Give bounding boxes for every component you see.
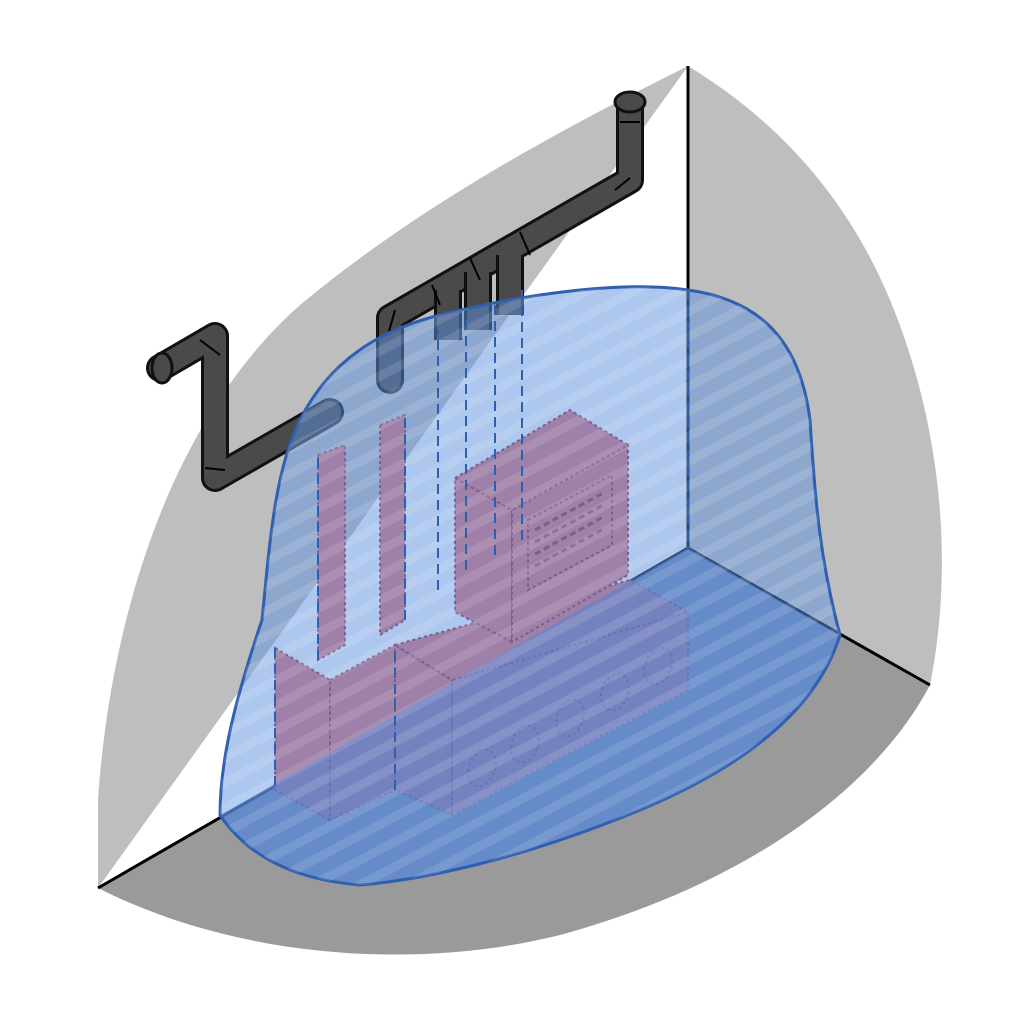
enclosure-bubble-icon bbox=[218, 285, 842, 887]
enclosure-hidden-edges bbox=[274, 290, 689, 790]
enclosure-hatch bbox=[220, 286, 840, 885]
pipe-joint-marks bbox=[199, 121, 640, 471]
wall-backdrop-icon bbox=[98, 66, 942, 888]
pipe-cap-left bbox=[150, 351, 174, 385]
left-pipe-fill bbox=[149, 325, 341, 489]
pipe-cap-top bbox=[613, 90, 647, 114]
